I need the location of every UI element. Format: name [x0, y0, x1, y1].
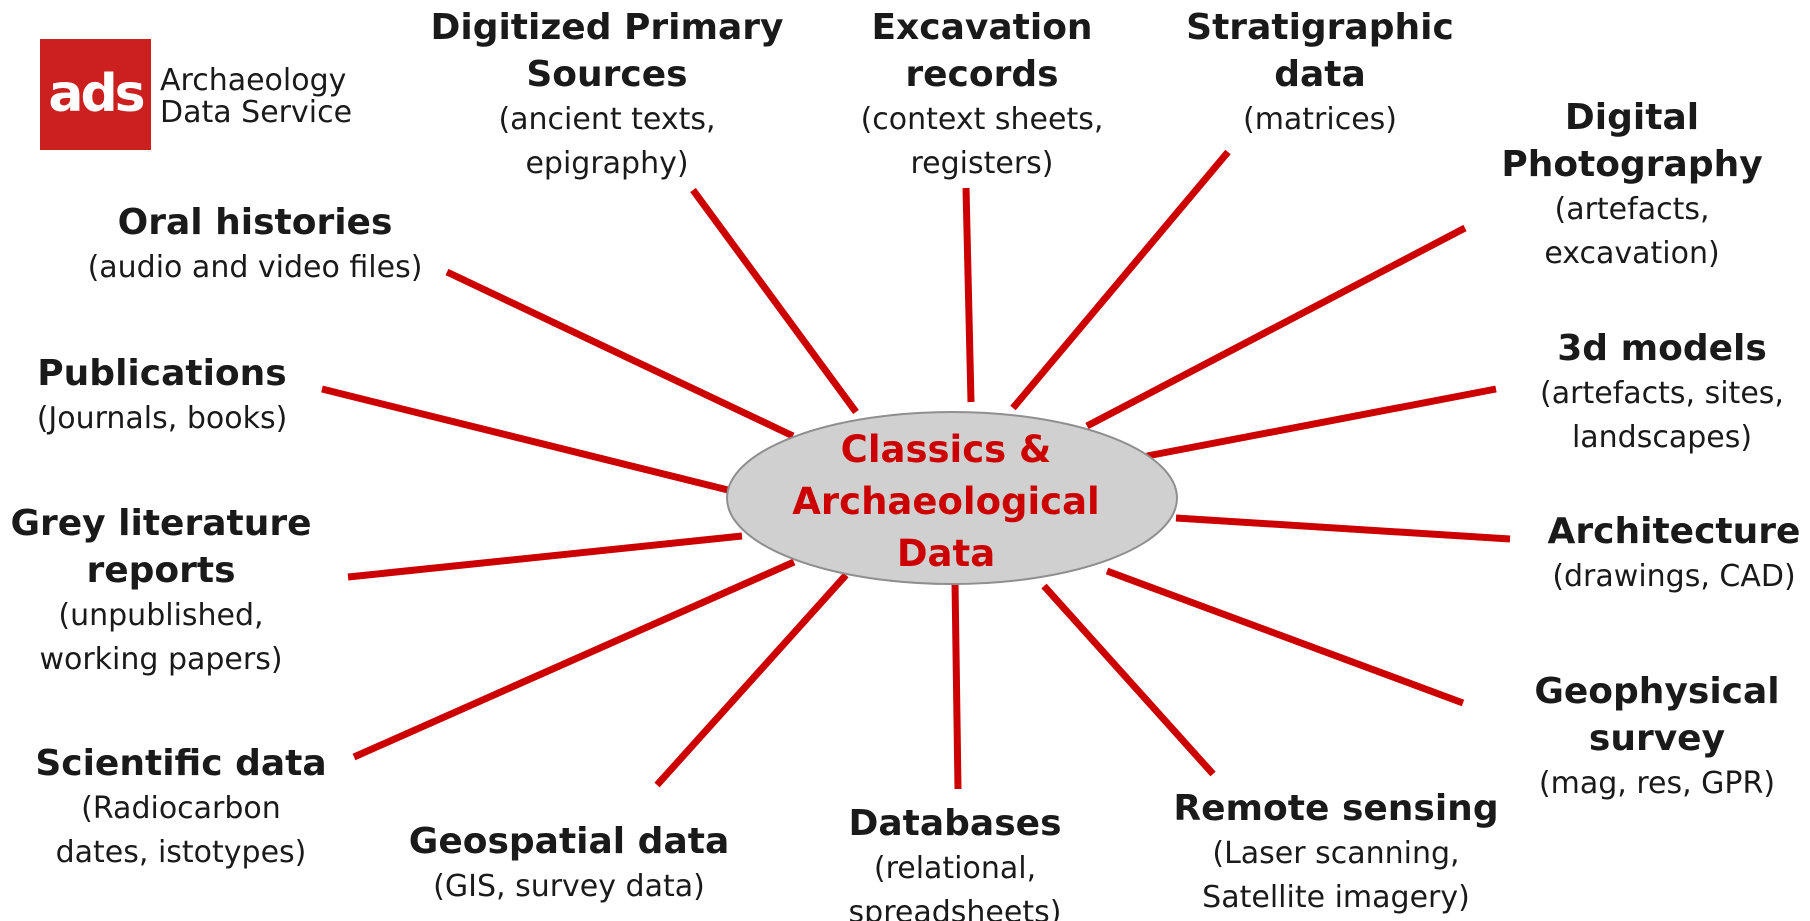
node-3d-models: 3d models (artefacts, sites, landscapes) — [1524, 325, 1800, 460]
node-title-line: records — [905, 54, 1059, 95]
spoke-remote-sensing — [1041, 583, 1216, 777]
spoke-oral-histories — [445, 268, 795, 440]
node-description-line: (relational, — [873, 851, 1037, 886]
ads-logo-name: Archaeology Data Service — [160, 65, 352, 129]
spoke-stratigraphic-data — [1010, 149, 1231, 411]
node-description-line: spreadsheets) — [848, 895, 1062, 921]
node-publications: Publications (Journals, books) — [20, 350, 304, 441]
node-title-line: survey — [1588, 718, 1726, 759]
node-description-line: (Laser scanning, — [1212, 836, 1460, 871]
node-description-line: dates, istotypes) — [55, 835, 307, 870]
node-title-line: Excavation — [871, 7, 1093, 48]
node-description-line: (unpublished, — [58, 598, 264, 633]
node-description-line: landscapes) — [1571, 420, 1753, 455]
hub-label-line-3: Data — [896, 532, 996, 575]
spoke-geospatial-data — [654, 572, 849, 788]
node-title-line: Geophysical — [1534, 671, 1780, 712]
node-geospatial-data: Geospatial data (GIS, survey data) — [404, 818, 734, 909]
logo-name-line-2: Data Service — [160, 95, 353, 130]
node-title-line: Sources — [526, 54, 688, 95]
node-title-line: Digital — [1564, 97, 1700, 138]
node-databases: Databases (relational, spreadsheets) — [830, 800, 1080, 921]
node-geophysical-survey: Geophysical survey (mag, res, GPR) — [1506, 668, 1808, 806]
spoke-digitized-primary-sources — [690, 187, 859, 415]
spoke-geophysical-survey — [1105, 567, 1465, 707]
node-description-line: excavation) — [1544, 236, 1720, 271]
hub-label-line-2: Archaeological — [792, 480, 1100, 523]
node-remote-sensing: Remote sensing (Laser scanning, Satellit… — [1166, 785, 1506, 920]
node-description-line: (mag, res, GPR) — [1538, 766, 1776, 801]
spoke-grey-literature-reports — [347, 532, 743, 581]
node-description-line: (artefacts, — [1554, 192, 1710, 227]
node-description-line: (GIS, survey data) — [433, 869, 705, 904]
spoke-digital-photography — [1085, 224, 1467, 430]
node-excavation-records: Excavation records (context sheets, regi… — [840, 4, 1124, 186]
node-title-line: Databases — [848, 803, 1062, 844]
node-description-line: (ancient texts, — [498, 102, 716, 137]
node-title-line: Publications — [37, 353, 287, 394]
node-title-line: Grey literature — [10, 503, 312, 544]
node-description-line: (Journals, books) — [36, 401, 288, 436]
spoke-excavation-records — [962, 187, 975, 403]
spoke-3d-models — [1146, 385, 1497, 460]
hub-label-line-1: Classics & — [840, 428, 1052, 471]
spoke-scientific-data — [352, 558, 796, 761]
node-title-line: Remote sensing — [1173, 788, 1499, 829]
node-description-line: Satellite imagery) — [1202, 880, 1470, 915]
node-stratigraphic-data: Stratigraphic data (matrices) — [1170, 4, 1470, 142]
node-title-line: Stratigraphic — [1186, 7, 1454, 48]
node-description-line: (drawings, CAD) — [1552, 559, 1796, 594]
ads-logo-mark: ads — [40, 39, 151, 150]
hub-ellipse — [726, 411, 1178, 585]
node-description-line: (matrices) — [1242, 102, 1398, 137]
spoke-publications — [321, 385, 729, 494]
node-scientific-data: Scientific data (Radiocarbon dates, isto… — [24, 740, 338, 875]
node-description-line: (context sheets, — [860, 102, 1104, 137]
node-description-line: epigraphy) — [525, 146, 689, 181]
node-digitized-primary-sources: Digitized Primary Sources (ancient texts… — [402, 4, 812, 186]
node-title-line: Photography — [1501, 144, 1763, 185]
spoke-databases — [951, 581, 962, 790]
node-title-line: Oral histories — [117, 202, 393, 243]
node-title-line: Scientific data — [35, 743, 327, 784]
node-description-line: (audio and video files) — [87, 250, 423, 285]
node-title-line: Digitized Primary — [430, 7, 784, 48]
node-architecture: Architecture (drawings, CAD) — [1540, 508, 1808, 599]
node-digital-photography: Digital Photography (artefacts, excavati… — [1462, 94, 1802, 276]
spoke-architecture — [1175, 514, 1511, 543]
node-description-line: registers) — [910, 146, 1054, 181]
node-oral-histories: Oral histories (audio and video files) — [60, 199, 450, 290]
hub-label: Classics & Archaeological Data — [738, 424, 1154, 580]
node-description-line: (artefacts, sites, — [1540, 376, 1784, 411]
node-title-line: Architecture — [1547, 511, 1801, 552]
node-description-line: working papers) — [39, 642, 283, 677]
node-description-line: (Radiocarbon — [81, 791, 281, 826]
node-grey-literature-reports: Grey literature reports (unpublished, wo… — [4, 500, 318, 682]
node-title-line: 3d models — [1557, 328, 1767, 369]
logo-name-line-1: Archaeology — [160, 63, 347, 98]
node-title-line: Geospatial data — [408, 821, 730, 862]
node-title-line: reports — [86, 550, 236, 591]
node-title-line: data — [1274, 54, 1366, 95]
